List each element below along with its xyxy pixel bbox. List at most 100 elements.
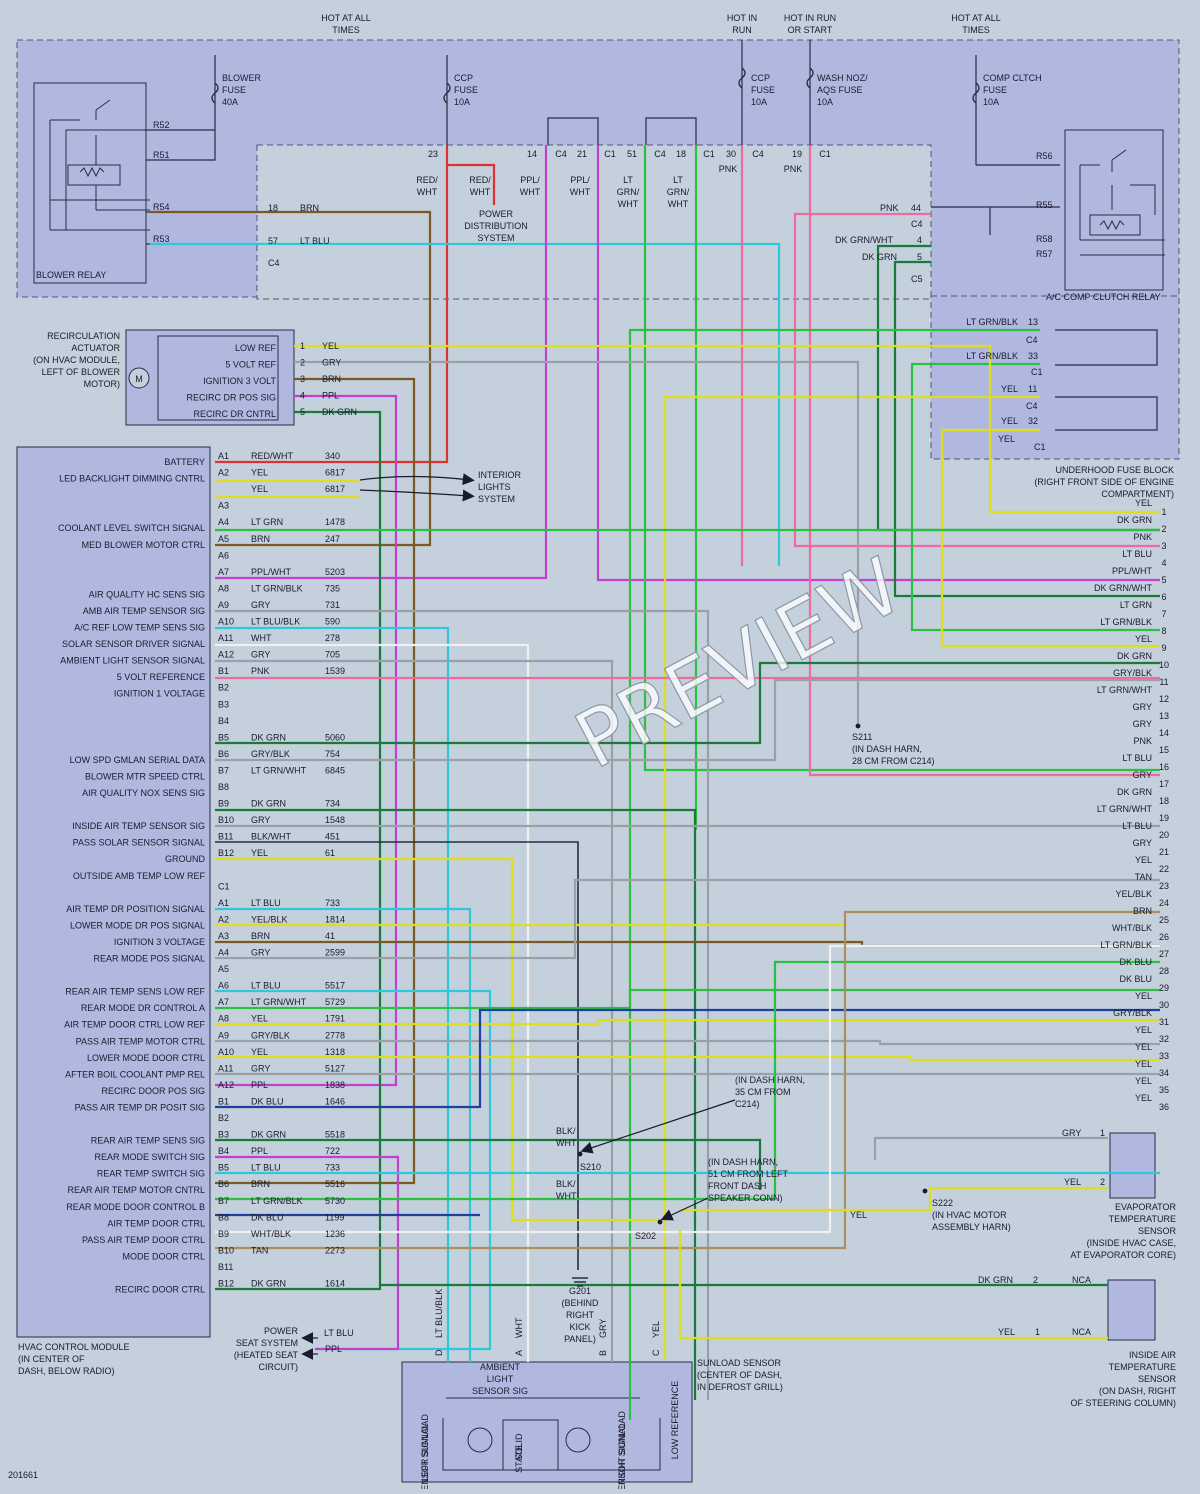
module-circuit-number: 734 [325,799,340,809]
wire-brn-recirc [215,377,416,1185]
module-wire-color: RED/WHT [251,451,293,461]
s202-pointer [660,1197,709,1221]
module-wire-color: LT GRN [251,517,283,527]
inside-pin-1: 1 [1035,1327,1040,1337]
module-wire-color: LT BLU [251,981,281,991]
module-circuit-number: 247 [325,534,340,544]
wire-dk-grn-recirc [215,410,382,1291]
fuse-symbol [806,67,814,89]
module-pin: A9 [218,1030,229,1040]
conn-c4: C4 [268,258,280,268]
fuse-block-label: (RIGHT FRONT SIDE OF ENGINE [1034,477,1174,487]
module-pin: A5 [218,964,229,974]
edge-wire-number: 11 [1159,677,1168,687]
module-circuit-number: 6845 [325,765,345,775]
module-function-label: RECIRC DOOR CTRL [115,1285,205,1295]
module-wire-color: PPL/WHT [251,567,292,577]
wire-lt-blu-blk-a10 [215,626,450,1362]
sunload-solid-state: STATE [514,1445,524,1473]
recirc-wire-label: GRY [322,358,341,368]
sunload-ambient-label: SENSOR SIG [472,1386,528,1396]
wire-yel-evap [680,1186,1108,1212]
recirc-pin-num: 4 [300,391,305,401]
power-label: HOT IN RUN [784,13,836,23]
wire-lt-grn-wht [643,145,1160,772]
module-wire-color: YEL/BLK [251,914,288,924]
edge-wire-number: 31 [1159,1017,1169,1027]
module-circuit-number: 340 [325,451,340,461]
module-function-label: REAR MODE DOOR CONTROL B [66,1202,205,1212]
power-seat-label: CIRCUIT) [259,1362,299,1372]
wire-label-dk-grn: DK GRN [978,1275,1013,1285]
recirc-pin-label: RECIRC DR CNTRL [193,409,276,419]
blower-relay-label: BLOWER RELAY [36,270,106,280]
module-circuit-number: 1199 [325,1212,344,1222]
conn-c1: C1 [1031,367,1043,377]
edge-wire-label: YEL [1135,498,1152,508]
wire-label-blk-wht: WHT [556,1191,577,1201]
wire-dk-grn-b5 [215,661,1160,745]
inside-sensor-label: (ON DASH, RIGHT [1099,1386,1177,1396]
module-pin: A9 [218,600,229,610]
evap-sensor-label: (INSIDE HVAC CASE, [1087,1238,1176,1248]
s210-pointer [580,1099,736,1154]
recirc-wire-label: DK GRN [322,407,357,417]
module-circuit-number: 5730 [325,1196,345,1206]
module-pin: C1 [218,881,230,891]
module-circuit-number: 1539 [325,666,345,676]
edge-wire-number: 13 [1159,711,1169,721]
sunload-low-ref: LOW REFERENCE [670,1381,680,1460]
module-pin: B5 [218,732,229,742]
edge-wire-label: LT GRN/WHT [1097,685,1153,695]
s202-note: SPEAKER CONN) [708,1193,783,1203]
module-function-label: AMB AIR TEMP SENSOR SIG [83,606,205,616]
module-function-label: REAR AIR TEMP SENS SIG [91,1136,205,1146]
module-pin: A11 [218,1063,233,1073]
edge-wire-number: 33 [1159,1051,1169,1061]
wire-dk-blu-b1 [215,1008,1160,1109]
conn-c4: C4 [752,149,764,159]
wire-ppl-recirc [215,394,398,1087]
blower-relay-internals [49,99,150,231]
s222-label: (IN HVAC MOTOR [932,1210,1007,1220]
module-function-label: BLOWER MTR SPEED CTRL [85,771,205,781]
module-pin: B8 [218,1212,229,1222]
wire-brn-blower [150,210,432,547]
hvac-module-label: DASH, BELOW RADIO) [18,1366,115,1376]
module-function-label: REAR AIR TEMP MOTOR CNTRL [67,1185,205,1195]
evap-sensor-label: TEMPERATURE [1109,1214,1176,1224]
ac-relay-box [1064,129,1164,291]
edge-wire-label: LT BLU [1122,549,1152,559]
fuse-block-pin: 11 [1028,384,1037,394]
module-circuit-number: 5517 [325,981,345,991]
wire-yel-inside [678,1230,1108,1340]
fuse-label-ccp1: 10A [454,97,470,107]
module-pin: B1 [218,1096,229,1106]
wire-gry-a9 [215,609,710,1400]
edge-wire-number: 18 [1159,796,1169,806]
edge-wire-label: YEL [1135,1093,1152,1103]
recirc-actuator-label: (ON HVAC MODULE, [33,355,120,365]
module-wire-color: PNK [251,666,270,676]
conn-c5: C5 [911,274,923,284]
power-label: RUN [732,25,752,35]
module-wire-color: PPL [251,1080,268,1090]
sunload-internals [442,1397,661,1471]
module-pin: A6 [218,550,229,560]
pin-51: 51 [627,149,637,159]
module-circuit-number: 2778 [325,1030,345,1040]
recirc-motor-icon [128,367,150,389]
wire-label-gry: GRY [1062,1128,1081,1138]
power-label: HOT AT ALL [321,13,371,23]
recirc-pin-label: 5 VOLT REF [225,360,276,370]
fuse-label-wash: WASH NOZ/ [817,73,868,83]
module-pin: B12 [218,1279,234,1289]
splice-s211 [855,723,861,729]
wire-lt-blu-blower [150,242,781,566]
wire-lt-grn-blk-b7 [215,960,1160,1201]
wire-lt-grn-wht-a7 [215,988,1160,1010]
sunload-solid-state: SOLID [514,1433,524,1461]
module-pin: B4 [218,1146,229,1156]
fuse-symbol [443,82,451,104]
